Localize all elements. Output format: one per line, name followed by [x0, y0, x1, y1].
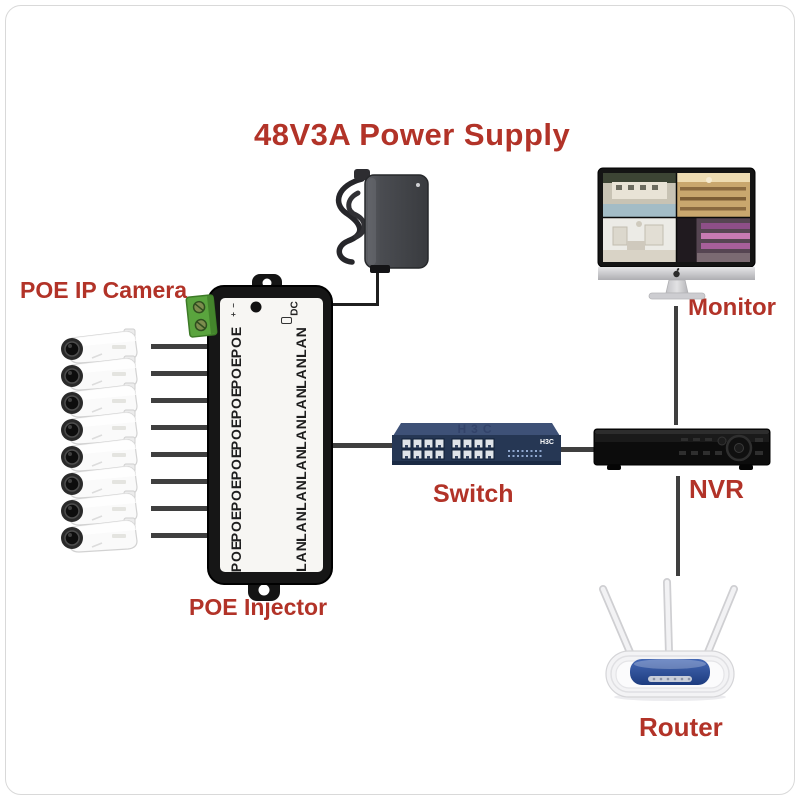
cable-power-horizontal — [333, 303, 379, 306]
switch-led — [508, 450, 510, 452]
power-supply-device — [335, 169, 429, 273]
power-led — [250, 301, 262, 313]
ip-camera — [61, 436, 138, 472]
dc-label: DC — [289, 301, 301, 316]
cable-switch-nvr — [560, 447, 595, 452]
nvr-button — [755, 451, 763, 455]
lan-port-label-8: LAN — [293, 540, 309, 572]
cable-nvr-router — [676, 476, 680, 576]
nvr-button — [715, 451, 722, 455]
camera-group-label: POE IP Camera — [20, 277, 188, 303]
screen-feed-retail-shop — [676, 173, 750, 218]
switch-led — [517, 450, 519, 452]
switch-led — [521, 450, 524, 452]
nvr-foot — [607, 465, 621, 470]
screen-feed-living-room — [603, 217, 677, 262]
power-output-port — [370, 265, 390, 273]
switch-led — [539, 450, 542, 452]
monitor-stand-base — [648, 292, 706, 300]
switch-led — [535, 455, 537, 457]
power-supply-label: 48V3A Power Supply — [254, 117, 571, 152]
router-button-strip — [648, 676, 692, 682]
monitor-stand-neck — [665, 279, 689, 294]
cable-camera-2 — [151, 371, 213, 376]
switch-led — [517, 455, 519, 457]
polarity-marks: + − — [228, 302, 238, 317]
ip-camera — [61, 517, 138, 553]
cable-camera-4 — [151, 425, 213, 430]
nvr-button — [693, 438, 700, 441]
router-label: Router — [639, 712, 723, 742]
screen-feed-villa-pool — [603, 173, 677, 218]
nvr-button — [703, 451, 710, 455]
switch-led — [526, 455, 528, 457]
power-plug — [354, 169, 370, 180]
switch-led — [526, 450, 528, 452]
ip-camera — [61, 490, 138, 526]
screen-feed-supermarket — [676, 217, 750, 262]
cable-monitor-nvr — [674, 306, 678, 425]
dc-jack-icon — [281, 317, 292, 324]
cable-power-vertical — [376, 266, 379, 306]
switch-led — [539, 455, 542, 457]
cable-camera-5 — [151, 452, 213, 457]
cable-camera-3 — [151, 398, 213, 403]
nvr-label: NVR — [689, 474, 744, 504]
nvr-button — [755, 438, 763, 442]
nvr-button — [679, 451, 686, 455]
switch-brand-logo: H3C — [540, 439, 554, 446]
router-device — [599, 578, 738, 701]
switch-led — [508, 455, 510, 457]
switch-led — [535, 450, 537, 452]
switch-device: H3C H3C — [392, 422, 561, 465]
apple-logo-icon — [673, 268, 680, 278]
switch-ports — [401, 438, 495, 460]
power-brick — [364, 174, 429, 269]
camera-lens-icon — [64, 530, 80, 546]
poe-port-label-8: POE — [228, 539, 244, 573]
switch-embossed-brand: H3C — [457, 422, 496, 436]
injector-panel — [220, 298, 323, 572]
cable-camera-8 — [151, 533, 213, 538]
cable-camera-7 — [151, 506, 213, 511]
nvr-button — [705, 438, 712, 441]
switch-led-grid — [508, 450, 542, 457]
ip-camera — [61, 355, 138, 391]
nvr-device — [593, 428, 771, 470]
switch-led — [530, 450, 533, 452]
poe-injector-device — [185, 274, 333, 601]
nvr-button — [691, 451, 698, 455]
switch-led — [512, 455, 515, 457]
switch-led — [521, 455, 524, 457]
switch-led — [512, 450, 515, 452]
power-cord — [335, 176, 365, 265]
nvr-foot — [739, 465, 753, 470]
cable-injector-switch — [331, 443, 392, 448]
ip-camera — [61, 382, 138, 418]
cable-camera-1 — [151, 344, 213, 349]
router-antennas — [599, 578, 738, 661]
switch-label: Switch — [433, 480, 514, 508]
monitor-device — [597, 167, 756, 300]
switch-lid — [393, 423, 560, 436]
switch-led — [530, 455, 533, 457]
nvr-button — [681, 438, 688, 441]
cable-camera-6 — [151, 479, 213, 484]
